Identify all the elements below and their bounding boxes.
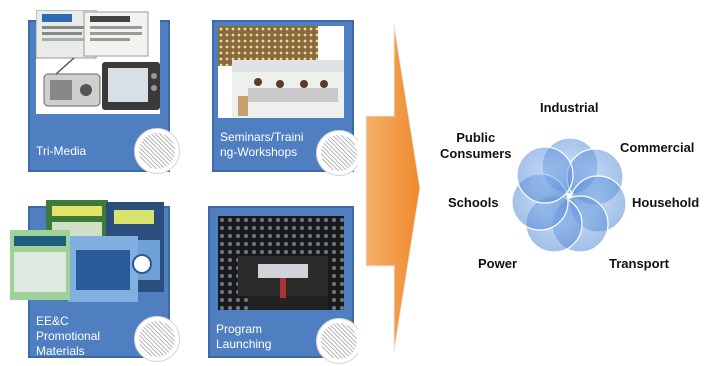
petal-public-consumers [516, 146, 574, 204]
sector-industrial: Industrial [540, 100, 599, 115]
launching-photo [218, 216, 344, 310]
promo-materials-photo [10, 200, 168, 308]
card-promotional-materials: EE&C Promotional Materials [10, 200, 170, 359]
sector-flower-diagram [512, 137, 627, 252]
card-tri-media: Tri-Media [28, 10, 170, 172]
card-program-launching: Program Launching [208, 206, 354, 358]
seal-icon [134, 316, 180, 362]
sector-transport: Transport [609, 256, 669, 271]
card-label: Program Launching [216, 322, 271, 352]
card-label: Seminars/Traini ng-Workshops [220, 130, 304, 160]
seminar-photo [218, 26, 344, 118]
card-label-line: Materials [36, 344, 85, 358]
card-label-line: Launching [216, 337, 272, 351]
sector-public-consumers: Public Consumers [440, 130, 512, 162]
card-label-line: Program [216, 322, 263, 336]
sector-schools: Schools [448, 195, 499, 210]
card-label-line: Seminars/Traini [220, 130, 304, 144]
sector-power: Power [478, 256, 518, 271]
sector-label-line: Public [456, 130, 496, 145]
sector-label-line: Consumers [440, 146, 512, 161]
card-label-line: EE&C [36, 314, 69, 328]
card-label: EE&C Promotional Materials [36, 314, 100, 359]
card-label-line: Promotional [36, 329, 101, 343]
card-label-line: ng-Workshops [220, 145, 298, 159]
sector-commercial: Commercial [620, 140, 695, 155]
chevron-arrow-icon [358, 20, 424, 356]
seal-icon [134, 128, 180, 174]
newspaper-tv-radio-photo [36, 10, 160, 114]
seal-icon [316, 130, 362, 176]
seal-icon [316, 318, 362, 364]
card-label: Tri-Media [36, 144, 87, 158]
sector-household: Household [632, 195, 700, 210]
